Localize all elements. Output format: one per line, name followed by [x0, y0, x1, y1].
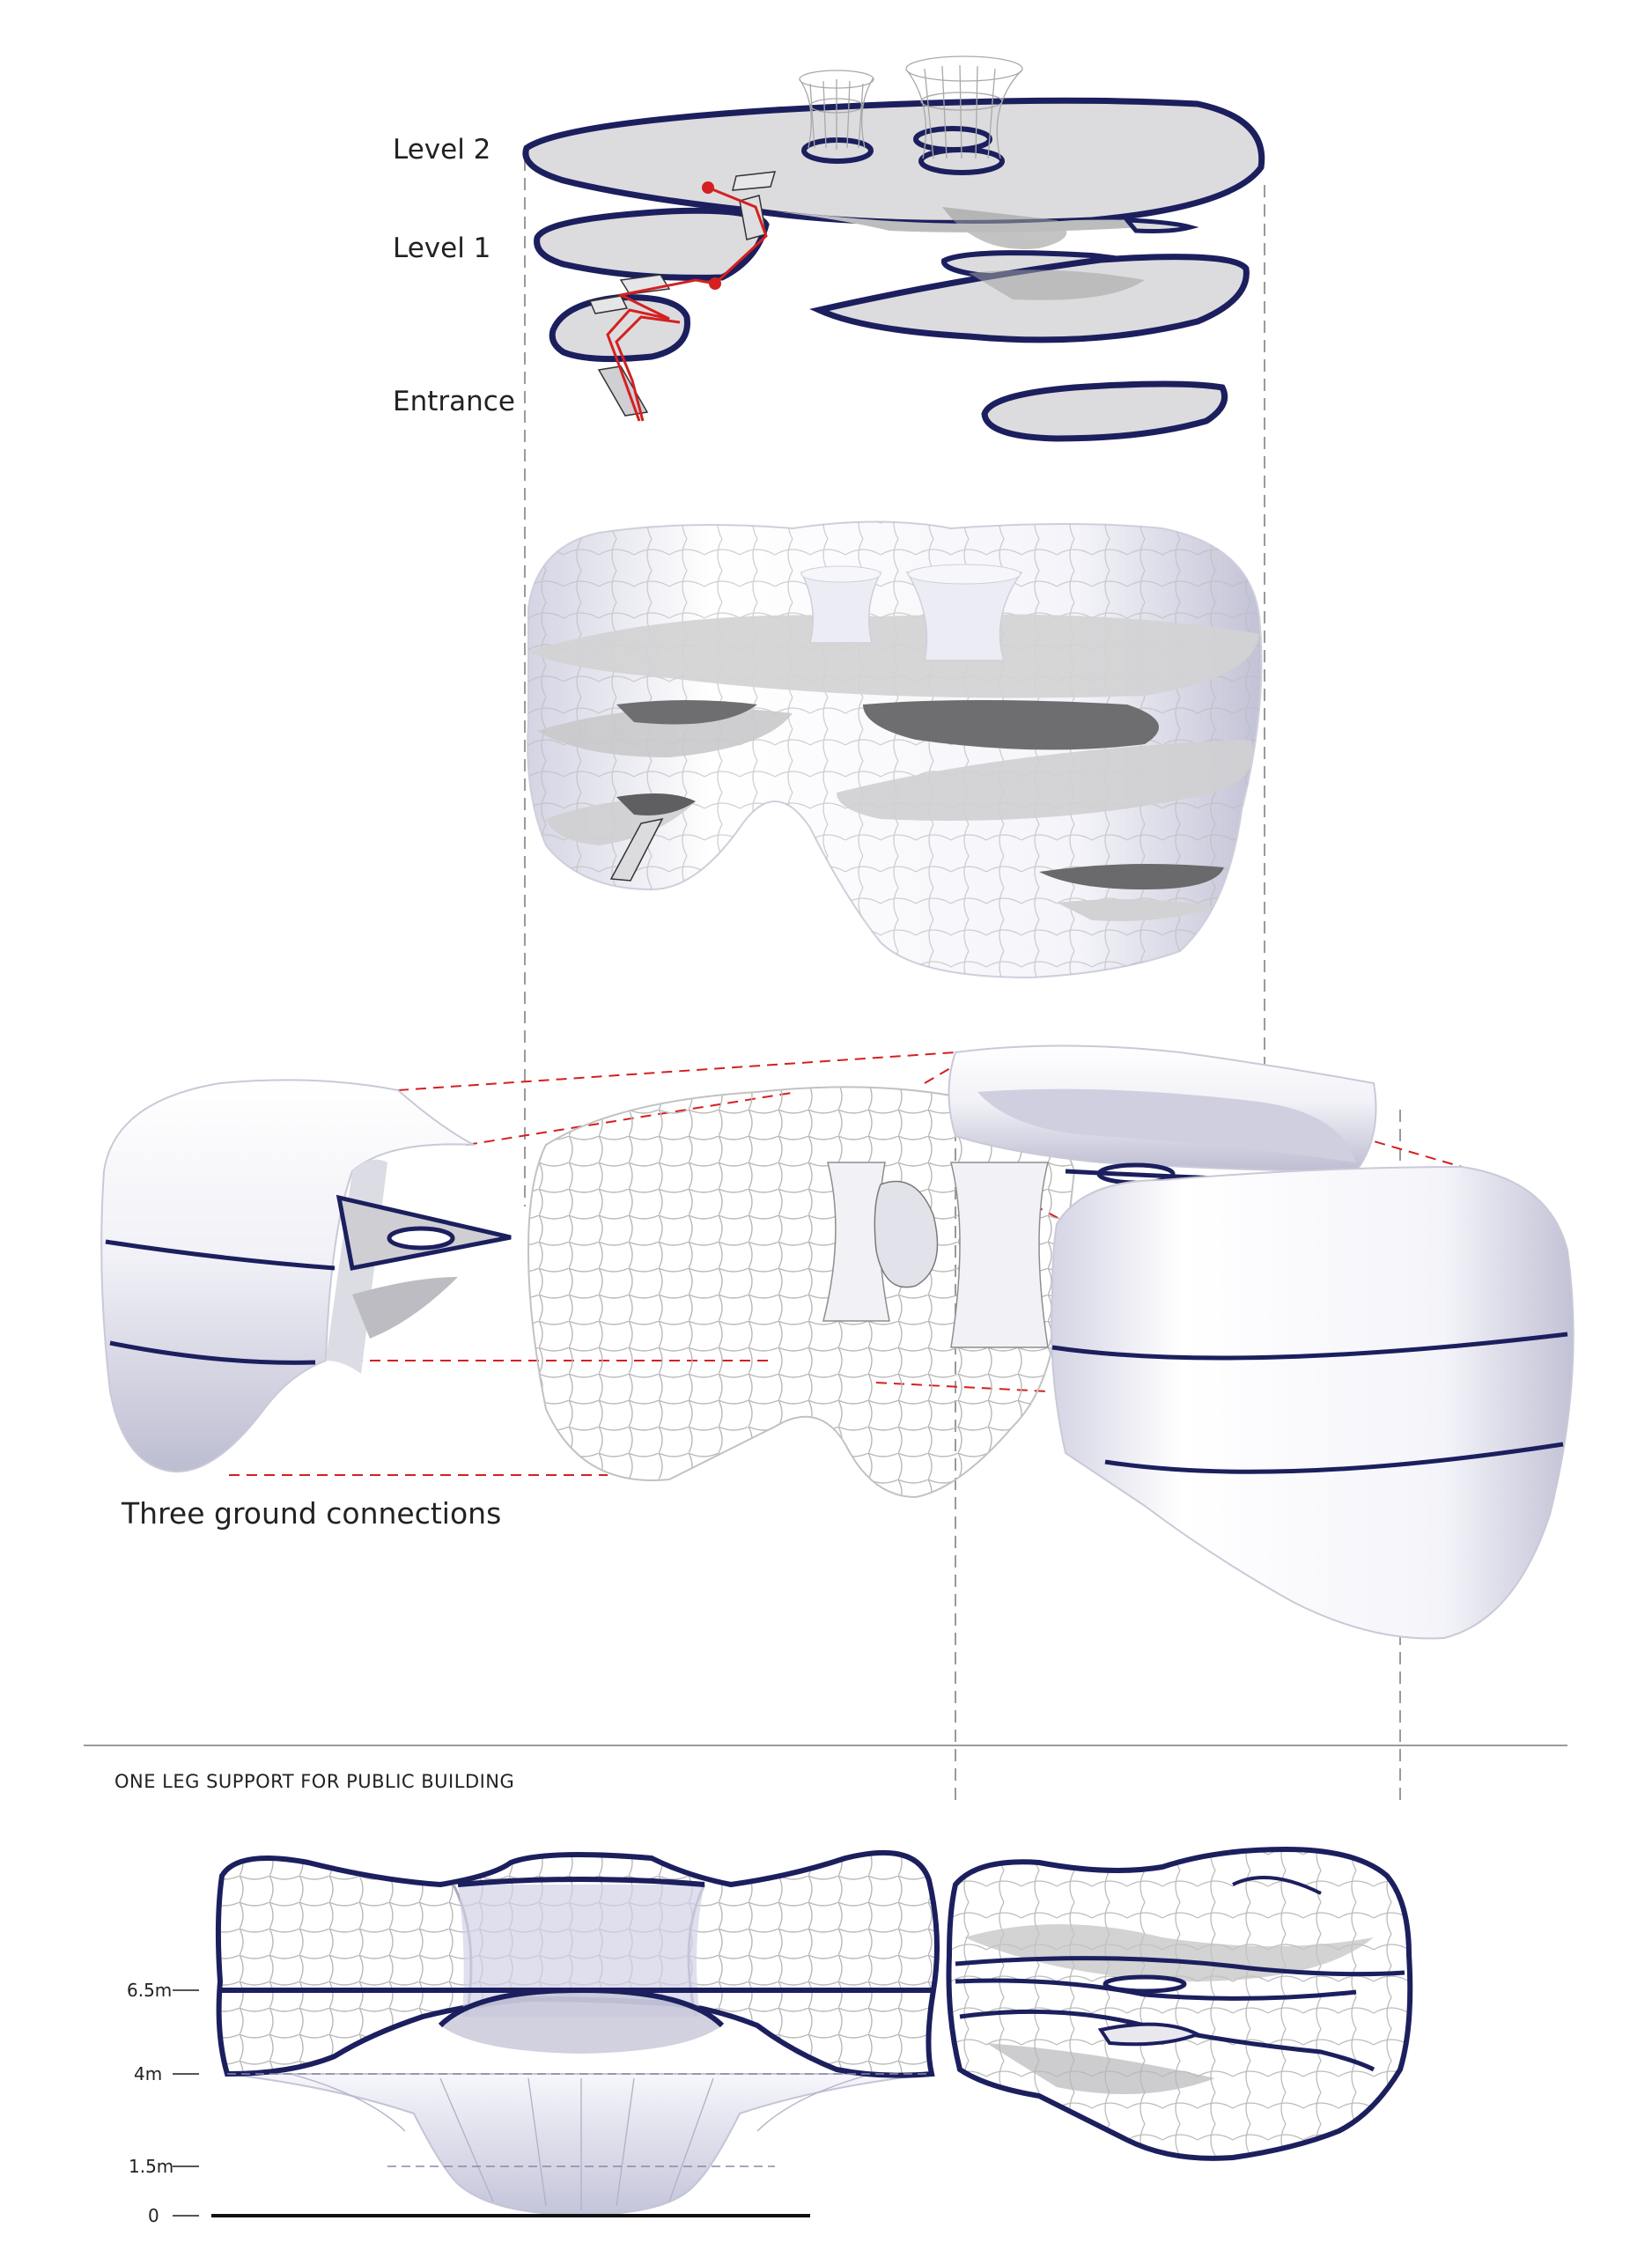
- wireframe-core: [527, 1086, 1076, 1499]
- entrance-plate: [549, 294, 1228, 442]
- one-leg-section: [173, 1849, 940, 2217]
- dim-1-5m: 1.5m: [129, 2156, 173, 2177]
- left-leg-piece: [100, 1079, 512, 1473]
- dim-0: 0: [148, 2205, 159, 2226]
- shell-with-floors: [527, 520, 1263, 979]
- sectioned-shell: [946, 1846, 1413, 2161]
- dim-4m: 4m: [134, 2063, 162, 2084]
- label-level-2: Level 2: [393, 134, 490, 166]
- section-title: ONE LEG SUPPORT FOR PUBLIC BUILDING: [114, 1771, 514, 1792]
- right-leg-piece: [948, 1044, 1575, 1640]
- label-level-1: Level 1: [393, 232, 490, 264]
- stair-ramp-icon: [588, 171, 777, 417]
- dim-6-5m: 6.5m: [127, 1980, 172, 2001]
- guide-lines: [524, 159, 1401, 1805]
- level-1-plate: [534, 207, 1250, 343]
- label-entrance: Entrance: [393, 386, 515, 417]
- label-ground-connections: Three ground connections: [121, 1496, 501, 1531]
- circulation-path: [606, 181, 768, 422]
- leg-opening-icon: [801, 137, 874, 164]
